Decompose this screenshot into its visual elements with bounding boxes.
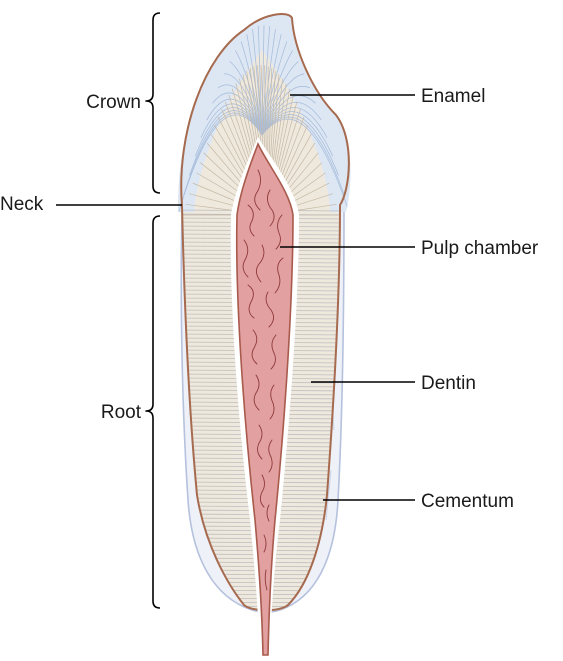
enamel-label: Enamel [421, 86, 485, 107]
root-label: Root [101, 402, 142, 423]
dentin-crown-texture [182, 64, 340, 216]
crown-bracket [145, 12, 161, 194]
pulp-veins [242, 169, 284, 591]
pulp-chamber-label: Pulp chamber [421, 238, 539, 259]
pulp-chamber [235, 141, 294, 656]
neck-label: Neck [0, 194, 44, 215]
enamel-layer [177, 14, 351, 212]
dentin-label: Dentin [421, 373, 476, 394]
tooth-outline [180, 13, 350, 612]
root-bracket [145, 215, 161, 609]
cementum-label: Cementum [421, 491, 514, 512]
crown-label: Crown [86, 92, 141, 113]
